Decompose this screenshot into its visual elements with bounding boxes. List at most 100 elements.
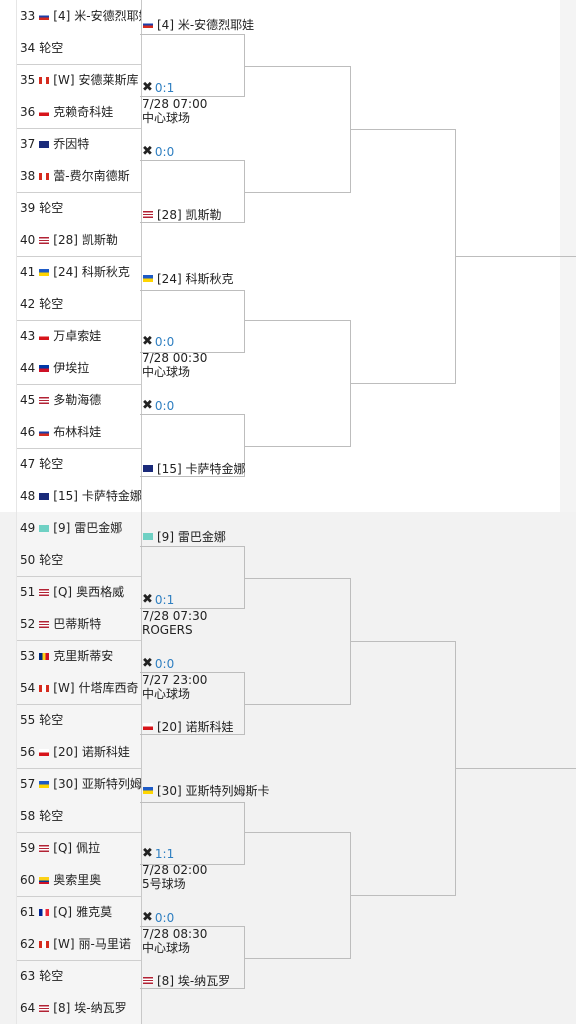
player-name: 克里斯蒂安 (53, 649, 114, 663)
crossed-rackets-icon: ✖ (142, 334, 153, 349)
bracket-entry[interactable]: [9] 雷巴金娜 (143, 528, 226, 545)
seed-tag: [W] (53, 681, 75, 695)
entry-name: [28] 凯斯勒 (157, 208, 222, 222)
seed-number: 59 (20, 841, 36, 855)
player-name: 轮空 (39, 969, 64, 983)
player-name: 丽-马里诺 (78, 937, 131, 951)
match-score[interactable]: ✖0:0 (142, 144, 174, 159)
match-score[interactable]: ✖0:1 (142, 592, 174, 607)
bracket-entry[interactable]: [30] 亚斯特列姆斯卡 (143, 782, 269, 799)
cz-flag-icon (39, 748, 50, 756)
entry-name: [8] 埃-纳瓦罗 (157, 974, 231, 988)
match-score[interactable]: ✖0:0 (142, 656, 174, 671)
bracket-entry[interactable]: [4] 米-安德烈耶娃 (143, 16, 254, 33)
seed-row[interactable]: 61[Q]雅克莫 (17, 896, 141, 928)
seed-row[interactable]: 40[28]凯斯勒 (17, 224, 141, 256)
seed-tag: [Q] (53, 585, 73, 599)
seed-row[interactable]: 59[Q]佩拉 (17, 832, 141, 864)
player-name: 万卓索娃 (53, 329, 102, 343)
bracket-line (140, 352, 244, 353)
match-score[interactable]: ✖0:0 (142, 398, 174, 413)
player-name: 卡萨特金娜 (81, 489, 141, 503)
player-name: 埃-纳瓦罗 (74, 1001, 127, 1015)
seed-row[interactable]: 57[30]亚斯特列姆斯卡 (17, 768, 141, 800)
bracket-entry[interactable]: [8] 埃-纳瓦罗 (143, 972, 230, 989)
ua-flag-icon (39, 268, 50, 276)
seed-number: 64 (20, 1001, 36, 1015)
seed-row[interactable]: 41[24]科斯秋克 (17, 256, 141, 288)
player-name: 轮空 (39, 553, 64, 567)
seed-number: 51 (20, 585, 36, 599)
player-name: 巴蒂斯特 (53, 617, 102, 631)
seed-number: 47 (20, 457, 36, 471)
entry-name: [30] 亚斯特列姆斯卡 (157, 784, 270, 798)
player-name: 轮空 (39, 297, 64, 311)
seed-row[interactable]: 49[9]雷巴金娜 (17, 512, 141, 544)
bracket-line (140, 734, 244, 735)
bracket-entry[interactable]: [20] 诺斯科娃 (143, 718, 233, 735)
us-flag-icon (39, 236, 50, 244)
player-name: 雷巴金娜 (74, 521, 123, 535)
player-name: 奥索里奥 (53, 873, 102, 887)
seed-number: 36 (20, 105, 36, 119)
bracket-line (244, 958, 350, 959)
bracket-entry[interactable]: [24] 科斯秋克 (143, 270, 233, 287)
crossed-rackets-icon: ✖ (142, 592, 153, 607)
seed-row[interactable]: 48[15]卡萨特金娜 (17, 480, 141, 512)
seed-number: 41 (20, 265, 36, 279)
ph-flag-icon (39, 364, 50, 372)
seed-row[interactable]: 54[W]什塔库西奇 (17, 672, 141, 704)
seed-tag: [9] (53, 521, 71, 535)
bracket-entry[interactable]: [28] 凯斯勒 (143, 206, 221, 223)
player-name: 轮空 (39, 41, 64, 55)
seed-number: 58 (20, 809, 36, 823)
seed-row[interactable]: 62[W]丽-马里诺 (17, 928, 141, 960)
player-name: 布林科娃 (53, 425, 102, 439)
player-name: 多勒海德 (53, 393, 102, 407)
match-score[interactable]: ✖0:0 (142, 334, 174, 349)
seed-row[interactable]: 35[W]安德莱斯库 (17, 64, 141, 96)
bracket-entry[interactable]: [15] 卡萨特金娜 (143, 460, 245, 477)
match-score[interactable]: ✖0:1 (142, 80, 174, 95)
au-flag-icon (39, 492, 50, 500)
row-divider (17, 384, 141, 385)
ua-flag-icon (143, 275, 153, 282)
match-score[interactable]: ✖1:1 (142, 846, 174, 861)
bracket-line (350, 641, 455, 642)
bracket-line (244, 832, 350, 833)
seed-row[interactable]: 64[8]埃-纳瓦罗 (17, 992, 141, 1024)
seed-row[interactable]: 56[20]诺斯科娃 (17, 736, 141, 768)
entry-name: [9] 雷巴金娜 (157, 530, 226, 544)
seed-row[interactable]: 33[4]米-安德烈耶娃 (17, 0, 141, 32)
bracket-line (140, 926, 244, 927)
player-name: 安德莱斯库 (78, 73, 139, 87)
seed-tag: [24] (53, 265, 78, 279)
seed-tag: [28] (53, 233, 78, 247)
us-flag-icon (143, 977, 153, 984)
bracket-line (244, 290, 245, 353)
seed-row[interactable]: 51[Q]奥西格威 (17, 576, 141, 608)
bracket-line (140, 802, 244, 803)
match-score[interactable]: ✖0:0 (142, 910, 174, 925)
seed-number: 39 (20, 201, 36, 215)
row-divider (17, 896, 141, 897)
